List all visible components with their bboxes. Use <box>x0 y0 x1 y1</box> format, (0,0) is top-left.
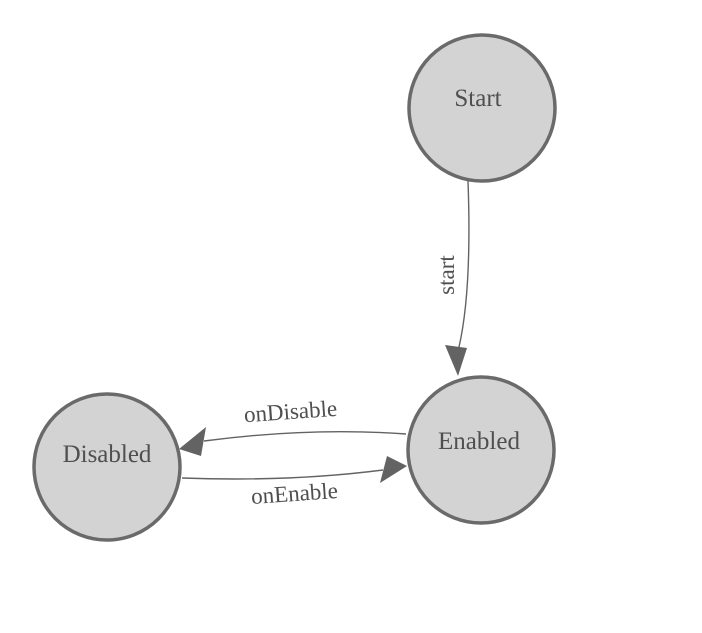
state-node-start: Start <box>407 33 557 183</box>
state-node-enabled: Enabled <box>406 375 556 525</box>
arrowhead-icon-enabled-to-disabled <box>179 427 206 456</box>
edge-line-start-to-enabled <box>458 180 470 348</box>
edge-label-on-disable: onDisable <box>243 396 338 427</box>
state-node-disabled: Disabled <box>32 392 182 542</box>
state-label-disabled: Disabled <box>63 441 152 468</box>
state-label-start: Start <box>454 85 501 112</box>
state-label-enabled: Enabled <box>438 428 520 455</box>
edge-start-to-enabled: start <box>434 180 470 376</box>
edge-line-enabled-to-disabled <box>203 430 407 442</box>
arrowhead-icon-disabled-to-enabled <box>380 456 407 483</box>
state-circle-start <box>407 33 557 183</box>
edge-label-start: start <box>434 255 459 295</box>
arrowhead-icon-start-to-enabled <box>445 345 467 376</box>
state-circle-enabled <box>406 375 556 525</box>
edge-disabled-to-enabled: onEnable <box>181 456 407 509</box>
state-circle-disabled <box>32 392 182 542</box>
edge-label-on-enable: onEnable <box>250 478 338 509</box>
edge-line-disabled-to-enabled <box>181 469 384 480</box>
edge-enabled-to-disabled: onDisable <box>179 396 407 456</box>
